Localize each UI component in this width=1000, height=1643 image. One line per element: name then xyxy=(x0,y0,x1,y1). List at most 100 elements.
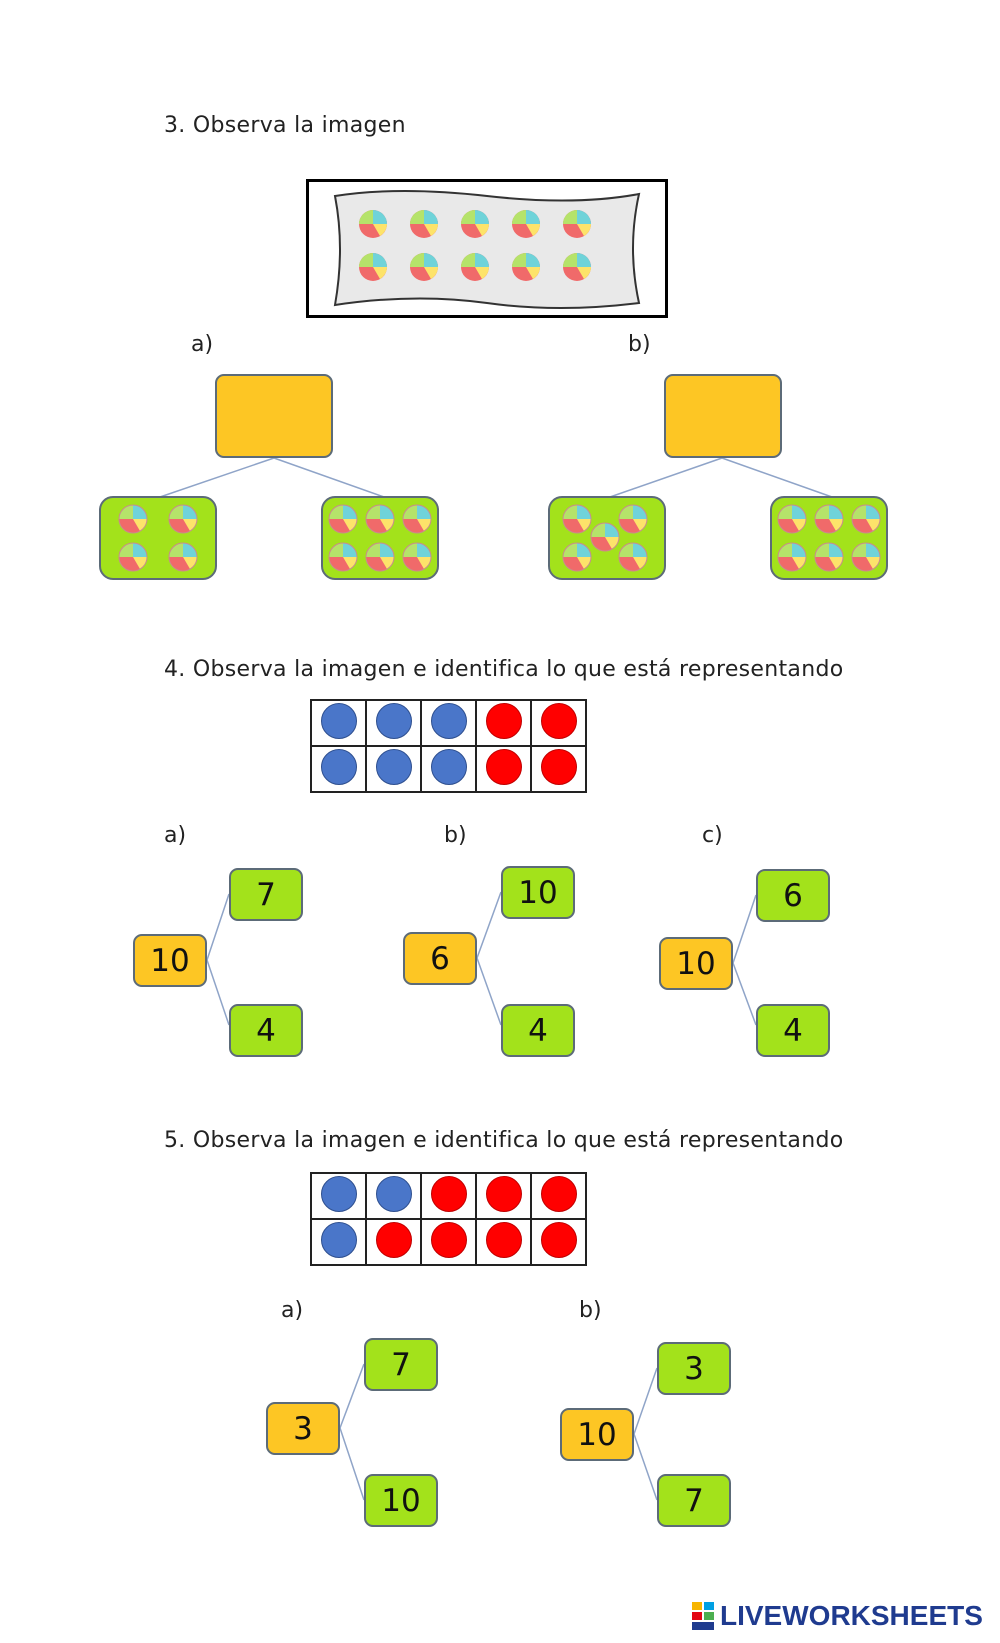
exercise-5a-whole: 3 xyxy=(266,1402,340,1455)
red-counter xyxy=(540,703,577,739)
ten-frame-cell xyxy=(365,699,422,747)
ten-frame-cell xyxy=(475,1218,532,1266)
exercise-4a-part-bottom: 4 xyxy=(229,1004,303,1057)
blue-counter xyxy=(320,703,357,739)
beach-ball-icon xyxy=(562,504,592,534)
exercise-3b-right-part xyxy=(770,496,888,580)
exercise-5-option-b-label[interactable]: b) xyxy=(579,1298,602,1323)
exercise-4-heading: 4. Observa la imagen e identifica lo que… xyxy=(164,657,844,682)
beach-ball-icon xyxy=(402,504,432,534)
beach-ball-icon xyxy=(365,542,395,572)
beach-ball-icon xyxy=(512,253,540,281)
exercise-5a-part-top: 7 xyxy=(364,1338,438,1391)
beach-ball-icon xyxy=(118,542,148,572)
ten-frame-cell xyxy=(365,1218,422,1266)
ten-frame-cell xyxy=(475,1172,532,1220)
exercise-4-ten-frame xyxy=(310,699,587,793)
beach-ball-icon xyxy=(618,504,648,534)
exercise-3b-whole-answer-box[interactable] xyxy=(664,374,782,458)
exercise-4-option-c-label[interactable]: c) xyxy=(702,823,723,848)
ten-frame-cell xyxy=(365,745,422,793)
exercise-3-option-b-label: b) xyxy=(628,332,651,357)
ten-frame-cell xyxy=(420,699,477,747)
red-counter xyxy=(485,749,522,785)
beach-ball-icon xyxy=(118,504,148,534)
exercise-3a-right-part xyxy=(321,496,439,580)
liveworksheets-logo[interactable]: LIVEWORKSHEETS xyxy=(692,1600,983,1632)
beach-ball-icon xyxy=(618,542,648,572)
ten-frame-cell xyxy=(310,745,367,793)
red-counter xyxy=(540,1222,577,1258)
beach-ball-icon xyxy=(410,210,438,238)
blue-counter xyxy=(375,1176,412,1212)
exercise-4a-part-top: 7 xyxy=(229,868,303,921)
blue-counter xyxy=(430,749,467,785)
beach-ball-icon xyxy=(328,504,358,534)
red-counter xyxy=(540,1176,577,1212)
liveworksheets-brand-text: LIVEWORKSHEETS xyxy=(720,1600,983,1631)
blue-counter xyxy=(320,1176,357,1212)
exercise-4-option-a-label[interactable]: a) xyxy=(164,823,187,848)
beach-ball-icon xyxy=(365,504,395,534)
exercise-4-option-b-label[interactable]: b) xyxy=(444,823,467,848)
beach-ball-icon xyxy=(168,542,198,572)
beach-ball-icon xyxy=(461,253,489,281)
ten-frame-cell xyxy=(475,745,532,793)
exercise-3-heading: 3. Observa la imagen xyxy=(164,113,406,138)
exercise-4c-part-top: 6 xyxy=(756,869,830,922)
beach-ball-icon xyxy=(410,253,438,281)
blue-counter xyxy=(375,749,412,785)
balls-frame-art xyxy=(333,190,641,309)
exercise-5b-part-top: 3 xyxy=(657,1342,731,1395)
red-counter xyxy=(485,703,522,739)
ten-frame-row xyxy=(310,1218,587,1266)
beach-ball-icon xyxy=(851,504,881,534)
exercise-3-option-a-label: a) xyxy=(191,332,214,357)
beach-ball-icon xyxy=(328,542,358,572)
ten-frame-cell xyxy=(530,1218,587,1266)
ten-frame-row xyxy=(310,699,587,747)
beach-ball-icon xyxy=(512,210,540,238)
ten-frame-cell xyxy=(530,745,587,793)
ten-frame-row xyxy=(310,1172,587,1220)
exercise-5-ten-frame xyxy=(310,1172,587,1266)
beach-ball-icon xyxy=(777,504,807,534)
exercise-4b-part-bottom: 4 xyxy=(501,1004,575,1057)
beach-ball-icon xyxy=(814,542,844,572)
red-counter xyxy=(375,1222,412,1258)
red-counter xyxy=(540,749,577,785)
exercise-3a-left-part xyxy=(99,496,217,580)
exercise-5-option-a-label[interactable]: a) xyxy=(281,1298,304,1323)
beach-ball-icon xyxy=(402,542,432,572)
exercise-5b-whole: 10 xyxy=(560,1408,634,1461)
ten-frame-cell xyxy=(365,1172,422,1220)
exercise-3a-whole-answer-box[interactable] xyxy=(215,374,333,458)
exercise-5a-part-bottom: 10 xyxy=(364,1474,438,1527)
ten-frame-cell xyxy=(310,699,367,747)
blue-counter xyxy=(375,703,412,739)
beach-ball-icon xyxy=(359,253,387,281)
ten-frame-cell xyxy=(420,745,477,793)
exercise-4c-part-bottom: 4 xyxy=(756,1004,830,1057)
beach-ball-icon xyxy=(563,210,591,238)
beach-ball-icon xyxy=(562,542,592,572)
exercise-4a-whole: 10 xyxy=(133,934,207,987)
ten-frame-cell xyxy=(310,1172,367,1220)
exercise-4c-whole: 10 xyxy=(659,937,733,990)
beach-ball-icon xyxy=(359,210,387,238)
ten-frame-cell xyxy=(420,1172,477,1220)
exercise-4b-whole: 6 xyxy=(403,932,477,985)
liveworksheets-logo-icon xyxy=(692,1602,714,1630)
red-counter xyxy=(430,1176,467,1212)
beach-ball-icon xyxy=(168,504,198,534)
exercise-3b-left-part xyxy=(548,496,666,580)
beach-ball-icon xyxy=(851,542,881,572)
exercise-5-heading: 5. Observa la imagen e identifica lo que… xyxy=(164,1128,844,1153)
blue-counter xyxy=(430,703,467,739)
ten-frame-cell xyxy=(310,1218,367,1266)
beach-ball-icon xyxy=(814,504,844,534)
beach-ball-icon xyxy=(461,210,489,238)
exercise-4b-part-top: 10 xyxy=(501,866,575,919)
ten-frame-row xyxy=(310,745,587,793)
blue-counter xyxy=(320,1222,357,1258)
